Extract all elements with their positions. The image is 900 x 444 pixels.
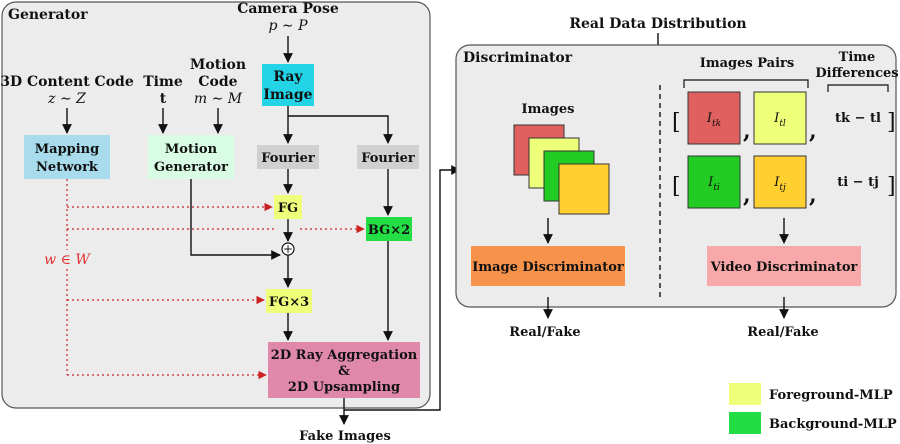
motion-generator-label-2: Generator	[154, 160, 228, 175]
legend-background-swatch	[729, 412, 761, 434]
motion-code-label-1: Motion	[190, 57, 246, 73]
bracket-l-2: [	[672, 174, 681, 199]
fourier-left-box	[257, 145, 319, 169]
ray-image-label-1: Ray	[273, 69, 303, 85]
pairs-brace	[683, 79, 809, 88]
bracket-l-1: [	[672, 110, 681, 135]
arrow-fake-disc	[344, 165, 461, 411]
plus-symbol: +	[283, 242, 293, 256]
pair2-a	[687, 155, 741, 209]
legend-foreground-swatch	[729, 383, 761, 405]
content-code-math: z ∼ Z	[47, 91, 86, 107]
comma-4: ,	[809, 182, 817, 208]
pair1-b	[753, 91, 807, 145]
time-math: t	[160, 91, 167, 107]
diff1: tk − tl	[835, 111, 881, 126]
video-discriminator-box	[707, 246, 861, 286]
generator-title: Generator	[8, 7, 88, 23]
diff2: ti − tj	[837, 175, 879, 190]
fg3-label: FG×3	[269, 295, 309, 310]
motion-code-math: m ∼ M	[194, 91, 243, 107]
fake-images-label: Fake Images	[299, 429, 391, 444]
generator-panel	[1, 1, 431, 409]
camera-pose-math: p ∼ P	[268, 18, 308, 34]
fourier-right-label: Fourier	[361, 151, 415, 166]
time-diff-label-2: Differences	[815, 66, 898, 81]
image-discriminator-label: Image Discriminator	[472, 260, 624, 275]
aggregation-label-1: 2D Ray Aggregation	[271, 348, 418, 363]
arrow-ray-fourier-right	[288, 115, 393, 144]
pair2-b	[753, 155, 807, 209]
images-label: Images	[522, 102, 575, 117]
bg-label: BG×2	[368, 223, 410, 238]
fg-label: FG	[278, 201, 298, 216]
image-square-4	[558, 163, 610, 215]
fourier-right-box	[357, 145, 419, 169]
legend-background-label: Background-MLP	[769, 417, 897, 432]
video-discriminator-label: Video Discriminator	[710, 260, 858, 275]
pair2-b-label: Itj	[773, 175, 786, 193]
w-label: w ∈ W	[44, 252, 91, 268]
arrow-motion-plus	[190, 179, 281, 260]
motion-generator-box	[148, 135, 234, 179]
content-code-label: 3D Content Code	[0, 74, 134, 90]
pair1-b-label: Itl	[773, 111, 786, 129]
bracket-r-2: ]	[887, 174, 896, 199]
w-label-bg	[40, 250, 96, 268]
image-discriminator-box	[471, 246, 625, 286]
fg3-box	[266, 289, 312, 313]
comma-3: ,	[743, 182, 751, 208]
aggregation-box	[268, 342, 420, 398]
fourier-left-label: Fourier	[261, 151, 315, 166]
pair2-a-label: Iti	[707, 175, 720, 193]
motion-code-label-2: Code	[198, 74, 237, 90]
real-data-label: Real Data Distribution	[569, 16, 746, 32]
discriminator-title: Discriminator	[463, 50, 573, 66]
comma-2: ,	[809, 118, 817, 144]
time-diff-label-1: Time	[839, 50, 876, 65]
fg-box	[274, 195, 302, 219]
legend-foreground-label: Foreground-MLP	[769, 388, 893, 403]
camera-pose-label: Camera Pose	[237, 1, 339, 17]
pair1-a	[687, 91, 741, 145]
diff-brace	[827, 84, 889, 92]
mapping-network-box	[24, 135, 110, 179]
pair1-a-label: Itk	[706, 111, 721, 129]
comma-1: ,	[743, 118, 751, 144]
motion-generator-label-1: Motion	[165, 142, 218, 157]
bg-box	[366, 217, 412, 241]
real-fake-left: Real/Fake	[509, 325, 580, 340]
real-fake-right: Real/Fake	[747, 325, 818, 340]
bracket-r-1: ]	[887, 110, 896, 135]
ray-image-box	[262, 64, 314, 106]
ray-image-label-2: Image	[263, 87, 312, 103]
image-pairs-label: Images Pairs	[700, 56, 794, 71]
aggregation-label-3: 2D Upsampling	[288, 380, 400, 395]
aggregation-label-2: &	[338, 364, 350, 379]
mapping-network-label-1: Mapping	[35, 142, 99, 157]
time-label: Time	[143, 74, 183, 90]
mapping-network-label-2: Network	[36, 160, 99, 175]
